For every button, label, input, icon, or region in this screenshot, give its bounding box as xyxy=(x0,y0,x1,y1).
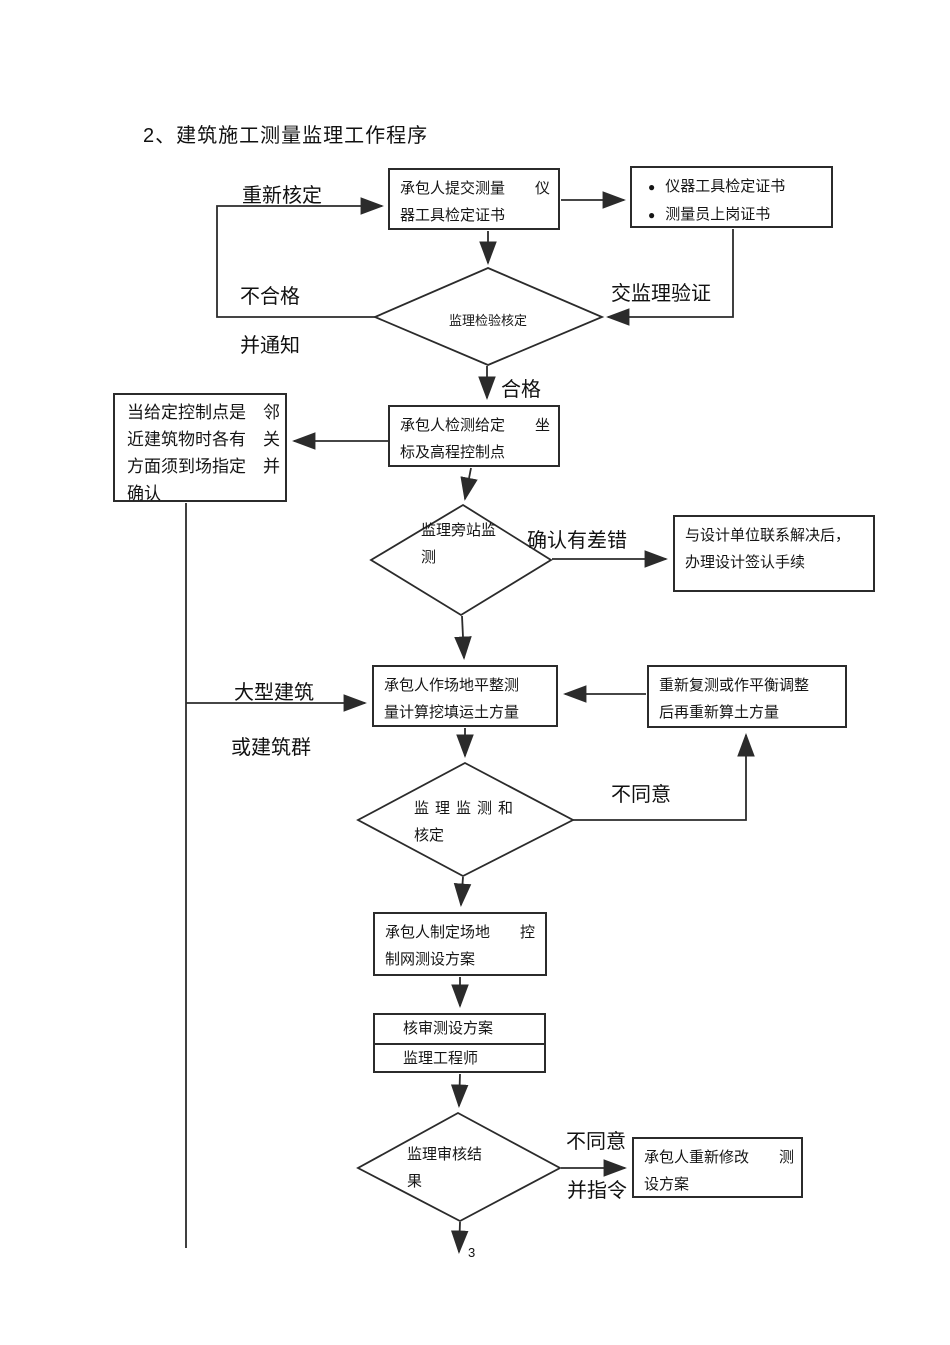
node-text-line: 确认 xyxy=(127,484,161,503)
node-text-line: 方面须到场指定 并 xyxy=(127,457,280,476)
label-or-building-group: 或建筑群 xyxy=(231,737,311,759)
label-unqualified: 不合格 xyxy=(240,286,300,308)
diamond-review-result xyxy=(356,1111,562,1223)
diamond-text-line: 果 xyxy=(407,1173,423,1190)
node-text-line: 设方案 xyxy=(644,1176,690,1193)
label-large-building: 大型建筑 xyxy=(234,682,314,704)
node-site-leveling: 承包人作场地平整测 量计算挖填运土方量 xyxy=(372,665,558,727)
review-plan-engineer: 监理工程师 xyxy=(403,1050,479,1067)
edge-result-down xyxy=(450,1221,469,1254)
page-title: 2、建筑施工测量监理工作程序 xyxy=(143,125,429,147)
node-review-plan: 核审测设方案 监理工程师 xyxy=(373,1013,546,1073)
diamond-text-line: 监理监测和 xyxy=(414,800,520,817)
diamond-text-line: 监理旁站监 xyxy=(421,522,497,539)
node-text-line: 标及高程控制点 xyxy=(400,444,506,461)
node-control-point-note: 当给定控制点是 邻 近建筑物时各有 关 方面须到场指定 并 确认 xyxy=(113,393,287,503)
bullet-icon: ● xyxy=(648,180,656,194)
edge-station-to-level xyxy=(454,615,472,660)
node-detect-control-points: 承包人检测给定 坐 标及高程控制点 xyxy=(388,405,560,467)
edge-recheck-loop xyxy=(216,197,384,318)
label-recheck: 重新核定 xyxy=(242,185,322,207)
label-error-confirmed: 确认有差错 xyxy=(527,530,627,552)
node-text-line: 承包人检测给定 坐 xyxy=(400,417,551,434)
diamond-supervisor-check-label: 监理检验核定 xyxy=(448,313,527,328)
certificate-item: ● 仪器工具检定证书 xyxy=(642,173,821,201)
node-submit-instruments: 承包人提交测量 仪 器工具检定证书 xyxy=(388,168,560,230)
node-text-line: 当给定控制点是 邻 xyxy=(127,403,280,422)
label-and-notify: 并通知 xyxy=(240,335,300,357)
node-remeasure: 重新复测或作平衡调整 后再重新算土方量 xyxy=(647,665,847,728)
diamond-monitor-verify xyxy=(356,761,575,878)
diamond-review-result-label: 监理审核结 果 xyxy=(407,1141,482,1195)
node-control-network-plan: 承包人制定场地 控 制网测设方案 xyxy=(373,912,547,976)
certificate-label: 仪器工具检定证书 xyxy=(665,178,786,195)
node-text-line: 办理设计签认手续 xyxy=(685,554,806,571)
label-disagree-mid: 不同意 xyxy=(611,784,671,806)
label-and-instruct: 并指令 xyxy=(567,1180,627,1202)
node-text-line: 承包人制定场地 控 xyxy=(385,924,536,941)
diamond-text-line: 核定 xyxy=(414,827,445,844)
edge-detect-to-station xyxy=(460,467,478,501)
label-qualified: 合格 xyxy=(501,379,541,401)
edge-review-to-result xyxy=(450,1073,469,1108)
edge-cert-to-check xyxy=(606,229,734,326)
diamond-text-line: 监理审核结 xyxy=(407,1146,483,1163)
node-certificates: ● 仪器工具检定证书 ● 测量员上岗证书 xyxy=(630,166,833,228)
certificate-label: 测量员上岗证书 xyxy=(665,206,771,223)
node-contact-designer: 与设计单位联系解决后， 办理设计签认手续 xyxy=(673,515,875,592)
node-revise-plan: 承包人重新修改 测 设方案 xyxy=(632,1137,803,1198)
node-text-line: 承包人提交测量 仪 xyxy=(400,180,551,197)
diamond-text-line: 测 xyxy=(421,549,437,566)
bullet-icon: ● xyxy=(648,208,656,222)
node-text-line: 承包人作场地平整测 xyxy=(384,677,520,694)
node-text-line: 制网测设方案 xyxy=(385,951,476,968)
label-disagree-bottom: 不同意 xyxy=(566,1131,626,1153)
diamond-monitor-verify-label: 监理监测和 核定 xyxy=(414,795,519,849)
node-text-line: 重新复测或作平衡调整 xyxy=(659,677,810,694)
node-text-line: 后再重新算土方量 xyxy=(659,704,780,721)
edge-monitor-to-plan xyxy=(453,876,472,907)
diamond-supervisor-check xyxy=(372,267,605,366)
edge-disagree-loop xyxy=(573,733,755,821)
diamond-side-station-monitor xyxy=(369,503,553,617)
node-text-line: 承包人重新修改 测 xyxy=(644,1149,795,1166)
review-plan-title: 核审测设方案 xyxy=(375,1015,544,1045)
node-text-line: 量计算挖填运土方量 xyxy=(384,704,520,721)
page-number: 3 xyxy=(468,1245,476,1260)
node-text-line: 器工具检定证书 xyxy=(400,207,506,224)
node-text-line: 近建筑物时各有 关 xyxy=(127,430,280,449)
label-to-supervisor: 交监理验证 xyxy=(611,283,711,305)
certificate-item: ● 测量员上岗证书 xyxy=(642,201,821,229)
node-text-line: 与设计单位联系解决后， xyxy=(685,527,851,544)
diamond-side-station-label: 监理旁站监 测 xyxy=(421,517,496,571)
